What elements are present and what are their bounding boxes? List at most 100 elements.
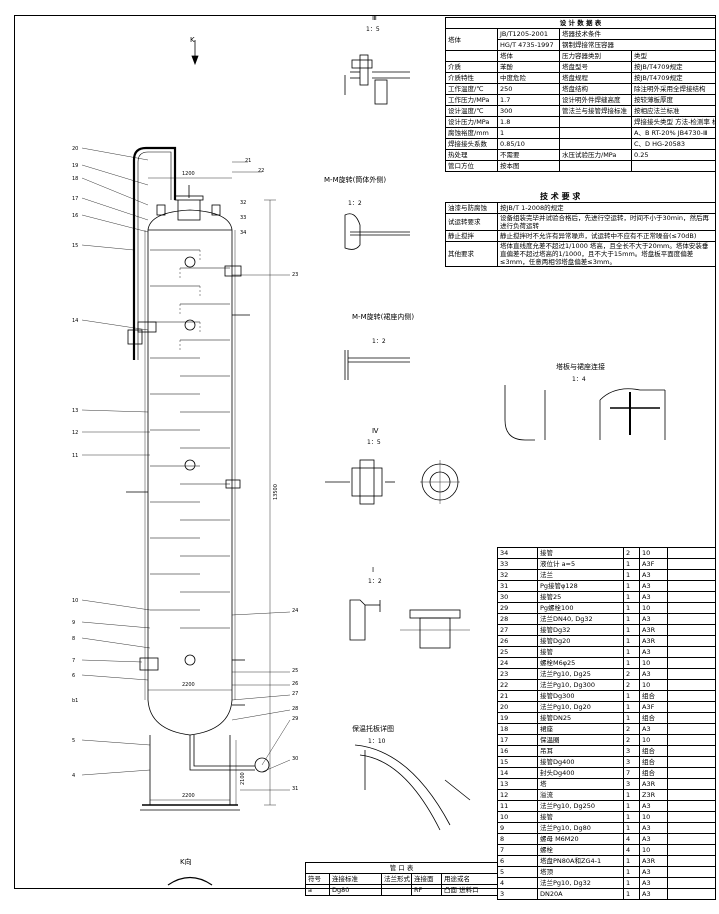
- design-cell: 300: [497, 105, 560, 117]
- design-data-title: 设 计 数 据 表: [445, 17, 716, 29]
- leader-number: 19: [72, 163, 79, 169]
- k-arrow-label: K: [190, 36, 195, 44]
- leader-number: 18: [72, 176, 79, 182]
- parts-cell: 10: [639, 602, 668, 614]
- tech-req-row: 试运转要求设备组装完毕并试验合格后，先进行空运转，时间不小于30min，然后再进…: [445, 213, 716, 231]
- parts-cell: 28: [497, 613, 538, 625]
- nozzle-cell: Dg80: [329, 884, 382, 896]
- parts-cell: 1: [623, 646, 640, 658]
- parts-cell: 2: [623, 734, 640, 746]
- parts-cell: 液位计 a=5: [537, 558, 624, 570]
- parts-cell: 组合: [639, 690, 668, 702]
- parts-cell: 接管Dg400: [537, 756, 624, 768]
- view3-scale: 1：5: [366, 26, 380, 33]
- parts-cell: 27: [497, 624, 538, 636]
- tech-req-row: 油漆与防腐蚀按JB/T 1-2008的规定: [445, 202, 716, 214]
- parts-cell: 17: [497, 734, 538, 746]
- parts-cell: [667, 624, 716, 636]
- parts-cell: 法兰Pg10, Dg20: [537, 701, 624, 713]
- leader-number: 14: [72, 318, 79, 324]
- design-cell: [559, 127, 632, 139]
- leader-number: 11: [72, 453, 79, 459]
- parts-cell: A3R: [639, 778, 668, 790]
- design-cell: 按JB/T4709规定: [631, 61, 716, 73]
- parts-cell: 接管Dg20: [537, 635, 624, 647]
- design-cell: 设计压力/MPa: [445, 116, 498, 128]
- tech-req-title: 技 术 要 求: [540, 192, 581, 201]
- parts-cell: 2: [623, 679, 640, 691]
- parts-cell: 16: [497, 745, 538, 757]
- parts-cell: 25: [497, 646, 538, 658]
- parts-cell: 法兰Pg10, Dg300: [537, 679, 624, 691]
- std-cell: 塔器技术条件: [559, 28, 716, 40]
- parts-cell: A3: [639, 822, 668, 834]
- leader-number: 4: [72, 773, 76, 779]
- view1-roman: Ⅰ: [372, 566, 375, 574]
- parts-cell: 10: [639, 811, 668, 823]
- view4-roman: Ⅳ: [372, 427, 379, 435]
- parts-cell: 塔盘PN80A和ZG4-1: [537, 855, 624, 867]
- parts-cell: [667, 613, 716, 625]
- parts-cell: [667, 734, 716, 746]
- leader-number: 24: [292, 608, 299, 614]
- parts-cell: 11: [497, 800, 538, 812]
- leader-number: 25: [292, 668, 299, 674]
- parts-cell: 19: [497, 712, 538, 724]
- leader-number: b1: [72, 698, 79, 704]
- parts-cell: [667, 668, 716, 680]
- design-cell: 250: [497, 83, 560, 95]
- nozzle-header-cell: 法兰形式: [381, 873, 412, 885]
- tech-req-text: 按JB/T 1-2008的规定: [497, 202, 716, 214]
- parts-cell: 接管: [537, 811, 624, 823]
- tech-req-table: 油漆与防腐蚀按JB/T 1-2008的规定试运转要求设备组装完毕并试验合格后，先…: [445, 202, 716, 267]
- design-cell: 按本图: [497, 160, 560, 172]
- parts-cell: 1: [623, 789, 640, 801]
- parts-cell: Pg螺栓100: [537, 602, 624, 614]
- std-cell: JB/T1205-2001: [497, 28, 560, 40]
- parts-cell: [667, 756, 716, 768]
- parts-cell: A3: [639, 613, 668, 625]
- leader-number: 5: [72, 738, 76, 744]
- leader-number: 12: [72, 430, 79, 436]
- parts-cell: 接管: [537, 646, 624, 658]
- nozzle-cell: a: [305, 884, 330, 896]
- parts-cell: 1: [623, 855, 640, 867]
- parts-cell: [667, 888, 716, 900]
- parts-cell: [667, 701, 716, 713]
- parts-cell: 4: [623, 844, 640, 856]
- parts-cell: 封头Dg400: [537, 767, 624, 779]
- pan-scale: 1：4: [572, 376, 586, 383]
- tech-req-label: 油漆与防腐蚀: [445, 202, 498, 214]
- parts-cell: [667, 723, 716, 735]
- design-cell: 热处理: [445, 149, 498, 161]
- parts-cell: 4: [497, 877, 538, 889]
- parts-cell: 20: [497, 701, 538, 713]
- parts-cell: 塔顶: [537, 866, 624, 878]
- leader-number: 8: [72, 636, 76, 642]
- parts-cell: 1: [623, 877, 640, 889]
- design-cell: 介质: [445, 61, 498, 73]
- leader-number: 6: [72, 673, 76, 679]
- parts-cell: 7: [497, 844, 538, 856]
- parts-cell: 法兰Pg10, Dg80: [537, 822, 624, 834]
- parts-cell: 螺栓: [537, 844, 624, 856]
- parts-cell: [667, 778, 716, 790]
- parts-cell: 2: [623, 547, 640, 559]
- parts-cell: 1: [623, 602, 640, 614]
- design-cell: C、D HG-20583: [631, 138, 716, 150]
- parts-cell: 8: [497, 833, 538, 845]
